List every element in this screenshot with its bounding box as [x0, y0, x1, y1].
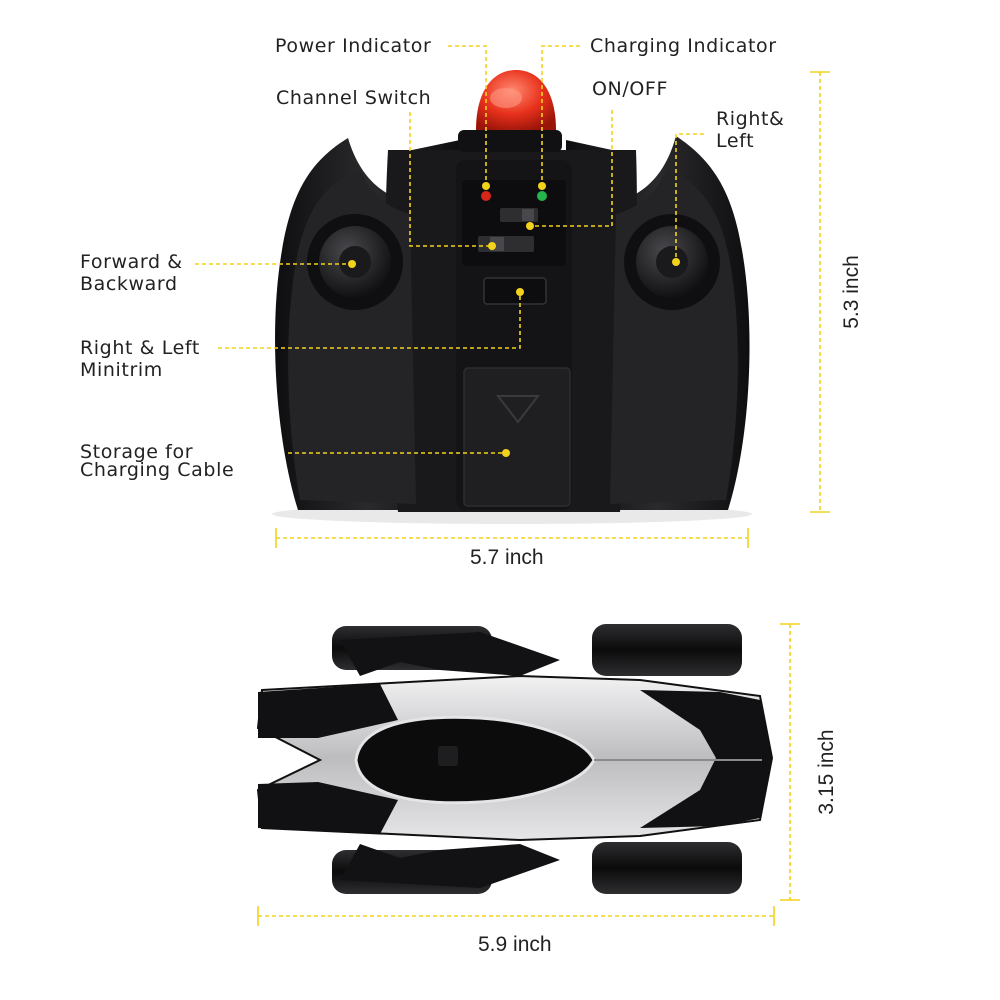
power-led — [481, 191, 491, 201]
label-storage-line2: Charging Cable — [80, 459, 235, 481]
label-charging-indicator: Charging Indicator — [590, 35, 777, 57]
siren-light — [458, 70, 562, 152]
label-storage-line1: Storage for — [80, 441, 194, 463]
car-width-label: 3.15 inch — [815, 729, 838, 815]
label-on-off: ON/OFF — [592, 78, 668, 100]
switch-panel — [462, 180, 566, 266]
storage-dot — [502, 449, 510, 457]
wall-climbing-car — [256, 624, 774, 894]
car-front-wing-top — [258, 684, 398, 738]
car-wheel-top-right — [592, 624, 742, 676]
storage-door[interactable] — [463, 367, 571, 507]
car-front-wing-bottom — [258, 782, 398, 834]
power-indicator-dot — [482, 182, 490, 190]
remote-controller — [272, 70, 752, 524]
controller-callouts — [195, 45, 704, 454]
channel-switch-dot — [488, 242, 496, 250]
charging-indicator-dot — [538, 182, 546, 190]
forward-backward-dot — [348, 260, 356, 268]
car-side-top — [340, 632, 560, 676]
car-wheel-bottom-right — [592, 842, 742, 894]
car-rear — [640, 690, 772, 828]
minitrim-dot — [516, 288, 524, 296]
on-off-switch-knob — [522, 209, 534, 221]
label-right-left-line2: Left — [716, 130, 755, 152]
label-minitrim-line2: Minitrim — [80, 359, 163, 381]
label-forward-backward-line2: Backward — [80, 273, 178, 295]
controller-width-label: 5.7 inch — [470, 546, 544, 569]
channel-switch[interactable] — [478, 236, 534, 252]
on-off-dot — [526, 222, 534, 230]
car-cockpit-part — [438, 746, 458, 766]
label-power-indicator: Power Indicator — [275, 35, 432, 57]
controller-dimension-lines — [275, 71, 830, 548]
trim-slider[interactable] — [483, 277, 547, 305]
label-channel-switch: Channel Switch — [276, 87, 432, 109]
right-left-dot — [672, 258, 680, 266]
callout-dots — [348, 182, 680, 457]
charging-led — [537, 191, 547, 201]
storage-door-arrow — [495, 395, 541, 424]
car-dimension-lines — [257, 623, 800, 926]
car-length-label: 5.9 inch — [478, 933, 552, 956]
label-right-left-line1: Right& — [716, 108, 785, 130]
label-forward-backward-line1: Forward & — [80, 251, 183, 273]
label-minitrim-line1: Right & Left — [80, 337, 200, 359]
controller-height-label: 5.3 inch — [840, 255, 863, 329]
car-side-bottom — [340, 844, 560, 888]
